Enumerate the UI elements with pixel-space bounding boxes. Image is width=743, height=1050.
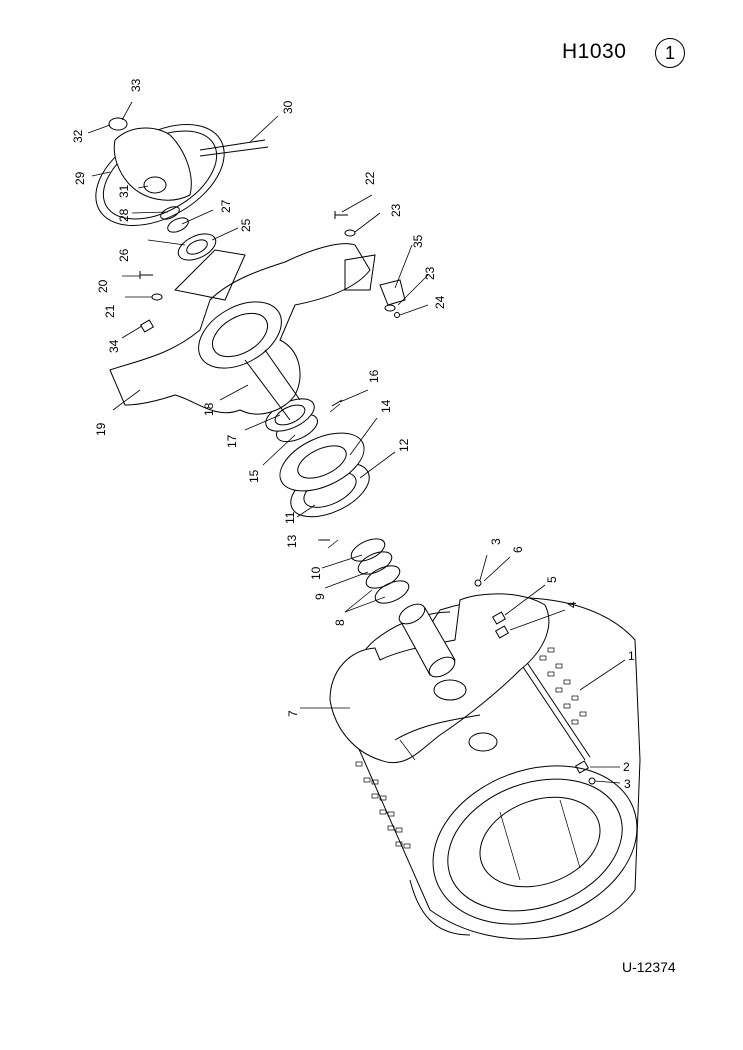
callout-8: 8 [333, 619, 347, 626]
callout-6: 6 [511, 546, 525, 553]
callout-30: 30 [281, 100, 295, 114]
callout-29: 29 [73, 171, 87, 185]
callout-22: 22 [363, 171, 377, 185]
callout-16: 16 [367, 369, 381, 383]
housing-part-19 [109, 243, 376, 421]
callout-20: 20 [96, 279, 110, 293]
sheet-number-badge: 1 [655, 38, 685, 68]
diagram-code: H1030 [562, 40, 627, 63]
callout-14: 14 [379, 399, 393, 413]
callout-35: 35 [411, 234, 425, 248]
cover-part-29 [95, 117, 269, 261]
callout-1: 1 [628, 649, 635, 663]
callout-4: 4 [565, 601, 579, 608]
callout-19: 19 [94, 422, 108, 436]
callout-13: 13 [285, 534, 299, 548]
callout-7: 7 [286, 710, 300, 717]
arm-part-7 [329, 593, 550, 764]
callout-11: 11 [283, 511, 297, 524]
callout-26: 26 [117, 248, 131, 262]
callout-15: 15 [247, 469, 261, 483]
shaft [398, 603, 456, 678]
callout-27: 27 [219, 199, 233, 213]
callout-24: 24 [433, 295, 447, 309]
callout-18: 18 [202, 402, 216, 416]
callout-3-lower: 3 [624, 777, 631, 791]
callout-23-upper: 23 [389, 203, 403, 217]
callout-17: 17 [225, 434, 239, 448]
callout-9: 9 [313, 593, 327, 600]
callout-25: 25 [239, 218, 253, 232]
callout-33: 33 [129, 78, 143, 92]
drawing-number: U-12374 [622, 959, 676, 975]
callout-31: 31 [117, 184, 131, 198]
rings-8-9-10 [350, 538, 410, 604]
callout-10: 10 [309, 566, 323, 580]
leader-lines [87, 101, 626, 784]
callout-21: 21 [103, 304, 117, 318]
callout-23-lower: 23 [423, 266, 437, 280]
callout-28: 28 [117, 208, 131, 222]
callout-2: 2 [623, 760, 630, 774]
callout-34: 34 [107, 339, 121, 353]
callout-3-upper: 3 [489, 538, 503, 545]
flange-assembly [265, 398, 370, 549]
callout-12: 12 [397, 438, 411, 452]
callouts: 1 2 3 3 6 5 4 7 8 9 10 11 12 13 14 15 16… [71, 78, 635, 791]
callout-5: 5 [545, 576, 559, 583]
callout-32: 32 [71, 129, 85, 143]
